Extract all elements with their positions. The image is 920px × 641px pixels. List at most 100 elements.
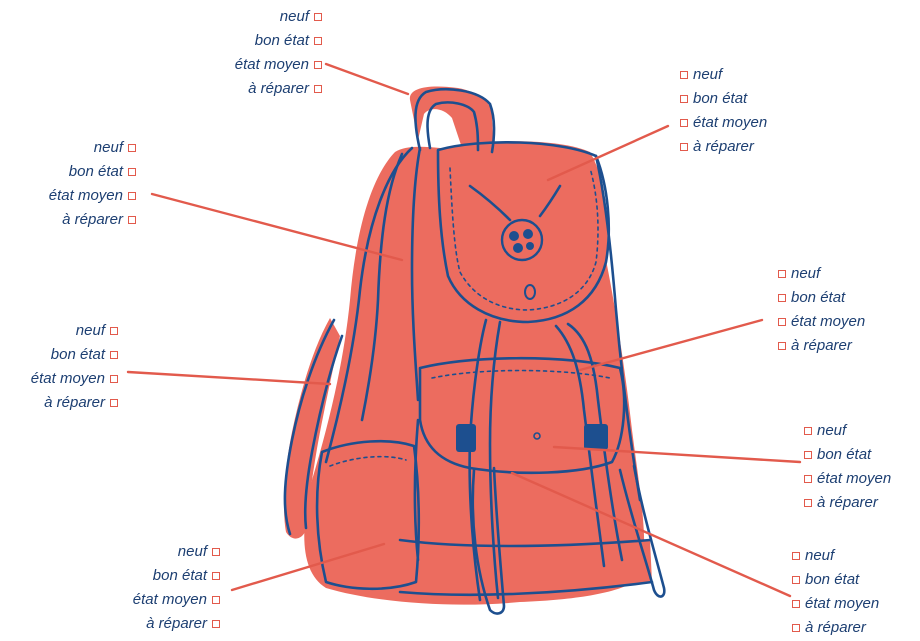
checkbox-icon[interactable] — [778, 294, 786, 302]
option-etat-moyen[interactable]: état moyen — [49, 184, 136, 208]
checkbox-icon[interactable] — [680, 143, 688, 151]
leader-line-left-body — [150, 192, 404, 262]
strap-end-left — [471, 466, 506, 615]
callout-handle: neuf bon état état moyen à réparer — [235, 5, 322, 101]
checkbox-icon[interactable] — [778, 342, 786, 350]
option-label: bon état — [791, 289, 846, 306]
checkbox-icon[interactable] — [680, 119, 688, 127]
checkbox-icon[interactable] — [314, 61, 322, 69]
checkbox-icon[interactable] — [128, 192, 136, 200]
option-label: état moyen — [805, 595, 880, 612]
option-label: à réparer — [791, 337, 852, 354]
leader-line-left-side-strap — [126, 370, 332, 386]
option-a-reparer[interactable]: à réparer — [778, 334, 865, 358]
option-a-reparer[interactable]: à réparer — [133, 612, 220, 636]
option-label: état moyen — [132, 591, 207, 608]
checkbox-icon[interactable] — [804, 475, 812, 483]
left-side-strap-outline — [283, 318, 336, 536]
option-etat-moyen[interactable]: état moyen — [778, 310, 865, 334]
leader-line-front-pocket — [552, 445, 802, 464]
leader-line-bottom-left-pocket — [230, 542, 386, 592]
leader-line-bottom-front — [510, 471, 792, 598]
option-bon-etat[interactable]: bon état — [235, 29, 322, 53]
front-pocket-outline — [418, 356, 626, 475]
option-label: bon état — [152, 567, 207, 584]
left-side-strap-fill — [284, 318, 340, 539]
option-bon-etat[interactable]: bon état — [49, 160, 136, 184]
checkbox-icon[interactable] — [680, 95, 688, 103]
checkbox-icon[interactable] — [314, 85, 322, 93]
callout-top-flap: neuf bon état état moyen à réparer — [680, 63, 767, 159]
checkbox-icon[interactable] — [128, 168, 136, 176]
option-label: neuf — [279, 8, 309, 25]
checkbox-icon[interactable] — [792, 552, 800, 560]
option-label: neuf — [177, 543, 207, 560]
checkbox-icon[interactable] — [792, 624, 800, 632]
checkbox-icon[interactable] — [792, 576, 800, 584]
checkbox-icon[interactable] — [128, 216, 136, 224]
checkbox-icon[interactable] — [778, 270, 786, 278]
option-etat-moyen[interactable]: état moyen — [792, 592, 879, 616]
option-label: à réparer — [693, 138, 754, 155]
option-neuf[interactable]: neuf — [680, 63, 767, 87]
option-label: état moyen — [791, 313, 866, 330]
checkbox-icon[interactable] — [128, 144, 136, 152]
option-bon-etat[interactable]: bon état — [778, 286, 865, 310]
option-label: neuf — [805, 547, 835, 564]
option-a-reparer[interactable]: à réparer — [792, 616, 879, 640]
checkbox-icon[interactable] — [680, 71, 688, 79]
checkbox-icon[interactable] — [212, 620, 220, 628]
option-etat-moyen[interactable]: état moyen — [133, 588, 220, 612]
option-neuf[interactable]: neuf — [778, 262, 865, 286]
checkbox-icon[interactable] — [792, 600, 800, 608]
checkbox-icon[interactable] — [110, 399, 118, 407]
bottom-band-outline — [398, 538, 652, 548]
option-neuf[interactable]: neuf — [792, 544, 879, 568]
left-panel-outline — [410, 146, 422, 402]
checkbox-icon[interactable] — [804, 499, 812, 507]
option-label: bon état — [254, 32, 309, 49]
option-neuf[interactable]: neuf — [133, 540, 220, 564]
option-etat-moyen[interactable]: état moyen — [31, 367, 118, 391]
option-label: neuf — [75, 322, 105, 339]
checkbox-icon[interactable] — [804, 427, 812, 435]
checkbox-icon[interactable] — [110, 351, 118, 359]
option-bon-etat[interactable]: bon état — [133, 564, 220, 588]
option-label: état moyen — [48, 187, 123, 204]
checkbox-icon[interactable] — [314, 37, 322, 45]
option-label: neuf — [817, 422, 847, 439]
bottom-left-pocket-outline — [315, 439, 421, 591]
checkbox-icon[interactable] — [804, 451, 812, 459]
option-etat-moyen[interactable]: état moyen — [235, 53, 322, 77]
checkbox-icon[interactable] — [110, 375, 118, 383]
option-etat-moyen[interactable]: état moyen — [680, 111, 767, 135]
option-neuf[interactable]: neuf — [49, 136, 136, 160]
option-a-reparer[interactable]: à réparer — [31, 391, 118, 415]
option-a-reparer[interactable]: à réparer — [49, 208, 136, 232]
checkbox-icon[interactable] — [314, 13, 322, 21]
option-etat-moyen[interactable]: état moyen — [804, 467, 891, 491]
checkbox-icon[interactable] — [212, 572, 220, 580]
option-a-reparer[interactable]: à réparer — [235, 77, 322, 101]
callout-left-side-strap: neuf bon état état moyen à réparer — [31, 319, 118, 415]
checkbox-icon[interactable] — [110, 327, 118, 335]
option-bon-etat[interactable]: bon état — [31, 343, 118, 367]
option-a-reparer[interactable]: à réparer — [680, 135, 767, 159]
callout-left-body: neuf bon état état moyen à réparer — [49, 136, 136, 232]
option-a-reparer[interactable]: à réparer — [804, 491, 891, 515]
flap-crease-right — [538, 184, 562, 218]
handle-inner-outline — [426, 101, 480, 152]
checkbox-icon[interactable] — [778, 318, 786, 326]
option-neuf[interactable]: neuf — [31, 319, 118, 343]
option-neuf[interactable]: neuf — [804, 419, 891, 443]
left-side-strap-inner — [303, 334, 344, 530]
option-bon-etat[interactable]: bon état — [804, 443, 891, 467]
checkbox-icon[interactable] — [212, 548, 220, 556]
option-label: état moyen — [693, 114, 768, 131]
option-neuf[interactable]: neuf — [235, 5, 322, 29]
option-label: à réparer — [805, 619, 866, 636]
option-bon-etat[interactable]: bon état — [680, 87, 767, 111]
checkbox-icon[interactable] — [212, 596, 220, 604]
option-bon-etat[interactable]: bon état — [792, 568, 879, 592]
front-pocket-body — [413, 418, 420, 562]
